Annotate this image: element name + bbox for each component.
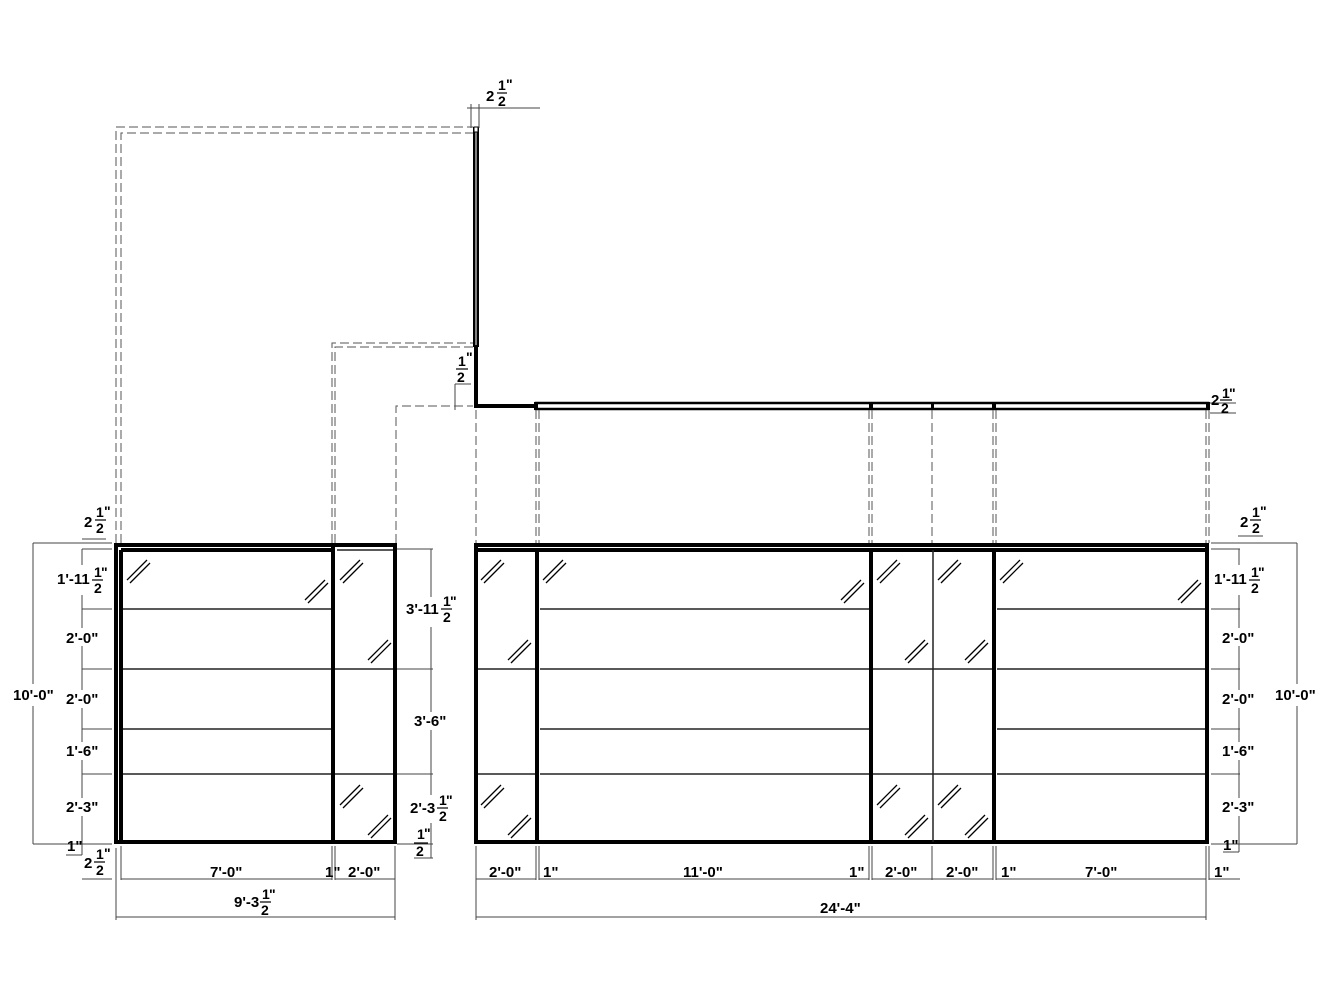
svg-text:2'-0": 2'-0" — [489, 864, 521, 881]
svg-text:24'-4": 24'-4" — [820, 900, 861, 917]
svg-text:1: 1 — [443, 593, 451, 609]
glass-hatch-icon — [480, 559, 1202, 839]
svg-text:2'-0": 2'-0" — [1222, 691, 1254, 708]
plan-view: 2 1 2 " 1 2 " 2 1 2 " — [454, 76, 1236, 416]
svg-text:": " — [424, 825, 431, 841]
svg-text:2: 2 — [84, 514, 92, 531]
svg-text:1": 1" — [1214, 864, 1229, 881]
svg-text:2: 2 — [457, 369, 465, 385]
svg-text:2: 2 — [1251, 580, 1259, 596]
svg-text:": " — [104, 503, 111, 519]
svg-text:2: 2 — [498, 93, 506, 109]
svg-text:": " — [450, 593, 457, 609]
svg-text:2'-0": 2'-0" — [885, 864, 917, 881]
svg-text:2: 2 — [416, 843, 424, 859]
svg-text:2: 2 — [96, 862, 104, 878]
svg-text:1'-11: 1'-11 — [1214, 571, 1247, 588]
svg-text:1: 1 — [1252, 504, 1260, 520]
svg-text:2'-3": 2'-3" — [66, 799, 98, 816]
svg-text:2'-0": 2'-0" — [946, 864, 978, 881]
svg-text:1: 1 — [439, 792, 447, 808]
svg-text:2: 2 — [94, 580, 102, 596]
svg-text:2: 2 — [486, 88, 494, 105]
svg-text:2'-3: 2'-3 — [410, 800, 435, 817]
svg-text:1": 1" — [1001, 864, 1016, 881]
svg-text:1'-6": 1'-6" — [66, 743, 98, 760]
svg-text:2: 2 — [439, 808, 447, 824]
svg-text:11'-0": 11'-0" — [683, 864, 723, 881]
plan-dim-offset: 1 2 " — [454, 349, 473, 410]
svg-text:7'-0": 7'-0" — [210, 864, 242, 881]
svg-text:2'-3": 2'-3" — [1222, 799, 1254, 816]
svg-text:": " — [1258, 564, 1265, 580]
svg-text:1": 1" — [849, 864, 864, 881]
svg-text:1'-11: 1'-11 — [57, 571, 90, 588]
svg-text:": " — [1229, 385, 1236, 401]
svg-text:2: 2 — [1211, 392, 1219, 409]
svg-text:": " — [101, 564, 108, 580]
svg-text:2: 2 — [261, 902, 269, 918]
svg-text:10'-0": 10'-0" — [13, 687, 54, 704]
plan-dim-right: 2 1 2 " — [1210, 385, 1236, 416]
svg-text:9'-3: 9'-3 — [234, 894, 259, 911]
plan-dim-top: 2 1 2 " — [467, 76, 540, 128]
svg-text:": " — [1260, 503, 1267, 519]
svg-text:1: 1 — [1251, 564, 1259, 580]
svg-text:1": 1" — [67, 838, 82, 855]
right-elevation — [474, 543, 1209, 844]
svg-text:1: 1 — [96, 846, 104, 862]
svg-text:1": 1" — [325, 864, 340, 881]
svg-text:": " — [466, 349, 473, 365]
left-elevation-dimensions: 10'-0" 2 1 2 " 1'-11 1 2 " 2'-0" 2'-0" 1… — [10, 503, 458, 920]
projection-lines — [115, 126, 1210, 543]
svg-text:1": 1" — [543, 864, 558, 881]
svg-text:2: 2 — [84, 855, 92, 872]
svg-text:3'-11: 3'-11 — [406, 601, 439, 618]
svg-text:1: 1 — [96, 504, 104, 520]
svg-text:7'-0": 7'-0" — [1085, 864, 1117, 881]
left-outer-frame — [114, 543, 397, 844]
svg-text:2: 2 — [1252, 520, 1260, 536]
svg-text:": " — [446, 792, 453, 808]
glass-hatch-icon — [126, 559, 392, 839]
svg-text:": " — [269, 886, 276, 902]
svg-text:1: 1 — [417, 826, 425, 842]
svg-text:3'-6": 3'-6" — [414, 713, 446, 730]
plan-corner-wall — [474, 347, 536, 408]
svg-text:2: 2 — [1240, 514, 1248, 531]
svg-text:1: 1 — [458, 353, 466, 369]
svg-text:2: 2 — [96, 520, 104, 536]
svg-text:10'-0": 10'-0" — [1275, 687, 1316, 704]
svg-text:": " — [104, 845, 111, 861]
svg-text:2: 2 — [1221, 400, 1229, 416]
svg-text:2'-0": 2'-0" — [66, 691, 98, 708]
svg-text:1: 1 — [1222, 385, 1230, 401]
svg-text:1: 1 — [498, 77, 506, 93]
right-elevation-dimensions: 10'-0" 2 1 2 " 1'-11 1 2 " 2'-0" 2'-0" 1… — [475, 503, 1322, 920]
svg-text:": " — [506, 76, 513, 92]
svg-text:2'-0": 2'-0" — [348, 864, 380, 881]
svg-text:2'-0": 2'-0" — [66, 630, 98, 647]
svg-text:1'-6": 1'-6" — [1222, 743, 1254, 760]
svg-text:1": 1" — [1223, 837, 1238, 854]
svg-text:1: 1 — [262, 886, 270, 902]
right-outer-frame — [474, 543, 1209, 844]
svg-text:1: 1 — [94, 564, 102, 580]
svg-text:2'-0": 2'-0" — [1222, 630, 1254, 647]
left-elevation — [114, 543, 397, 844]
svg-text:2: 2 — [443, 609, 451, 625]
